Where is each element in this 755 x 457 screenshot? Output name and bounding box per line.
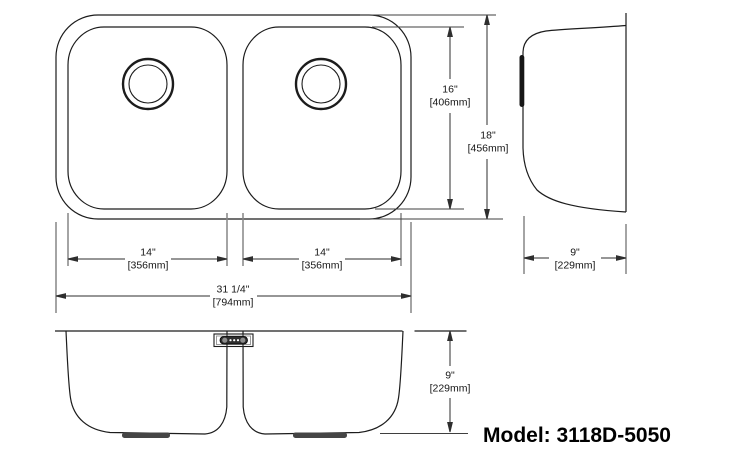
side-view-dimension-line xyxy=(523,255,627,261)
side-view-profile xyxy=(522,24,627,213)
dim-bowl-depth-mm: [229mm] xyxy=(429,382,471,394)
dim-overall-front-back-mm: [456mm] xyxy=(467,142,509,154)
left-drain-outer xyxy=(121,57,175,111)
dim-left-bowl-width: 14" [356mm] xyxy=(125,246,171,272)
dim-right-bowl-width-mm: [356mm] xyxy=(301,259,343,271)
side-view-extension-lines xyxy=(523,216,627,274)
dim-right-bowl-width: 14" [356mm] xyxy=(299,246,345,272)
dim-bowl-depth: 9" [229mm] xyxy=(427,369,473,395)
dim-left-bowl-width-inches: 14" xyxy=(140,246,156,259)
front-view-dimension-line xyxy=(447,330,453,433)
side-view xyxy=(519,13,627,213)
width-dimension-lines xyxy=(55,256,412,299)
dim-right-bowl-width-inches: 14" xyxy=(314,246,330,259)
top-view xyxy=(55,14,412,220)
depth-dimension-lines xyxy=(447,14,490,220)
front-view xyxy=(55,330,468,438)
dim-left-bowl-width-mm: [356mm] xyxy=(127,259,169,271)
left-drain-inner xyxy=(128,64,168,104)
right-drain-outer xyxy=(294,57,348,111)
top-view-right-bowl xyxy=(242,26,402,210)
dim-bowl-depth-inches: 9" xyxy=(445,369,455,382)
dim-overall-front-back-inches: 18" xyxy=(480,129,496,142)
dim-overall-width-inches: 31 1/4" xyxy=(216,283,250,296)
dim-side-depth: 9" [229mm] xyxy=(552,246,598,272)
dim-bowl-front-back: 16" [406mm] xyxy=(427,83,473,109)
front-left-drain xyxy=(122,432,170,438)
right-drain-inner xyxy=(301,64,341,104)
top-view-outer-rim xyxy=(55,14,412,220)
mounting-clip xyxy=(213,333,254,348)
front-view-left-bowl xyxy=(65,330,228,435)
dim-side-depth-mm: [229mm] xyxy=(554,259,596,271)
model-number-label: Model: 3118D-5050 xyxy=(483,424,671,447)
top-view-left-bowl xyxy=(67,26,228,210)
dim-overall-width-mm: [794mm] xyxy=(212,296,254,308)
front-view-right-bowl xyxy=(242,330,404,435)
front-right-drain xyxy=(293,432,347,438)
dim-side-depth-inches: 9" xyxy=(570,246,580,259)
top-view-right-extension-lines xyxy=(360,14,503,220)
top-view-extension-lines xyxy=(55,213,412,313)
side-view-drain-mark xyxy=(519,55,525,107)
dim-overall-width: 31 1/4" [794mm] xyxy=(210,283,256,309)
dim-bowl-front-back-mm: [406mm] xyxy=(429,96,471,108)
dim-overall-front-back: 18" [456mm] xyxy=(465,129,511,155)
dim-bowl-front-back-inches: 16" xyxy=(442,83,458,96)
